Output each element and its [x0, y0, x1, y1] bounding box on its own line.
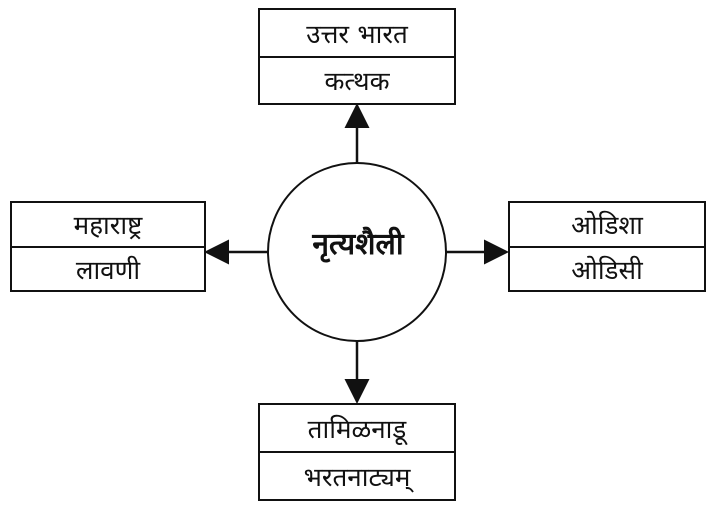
box-maharashtra: महाराष्ट्र लावणी — [10, 201, 206, 292]
dance-label: लावणी — [12, 245, 204, 291]
box-odisha: ओडिशा ओडिसी — [508, 201, 706, 292]
dance-label: कत्थक — [260, 55, 454, 104]
region-label: उत्तर भारत — [306, 19, 408, 50]
region-label: ओडिशा — [571, 211, 643, 242]
box-north-india: उत्तर भारत कत्थक — [258, 8, 456, 105]
region-label: महाराष्ट्र — [73, 211, 143, 242]
box-tamilnadu: तामिळनाडू भरतनाट्यम् — [258, 403, 456, 501]
dance-label: ओडिसी — [510, 245, 704, 291]
center-label: नृत्यशैली — [312, 227, 404, 262]
dance-label: भरतनाट्यम् — [260, 451, 454, 499]
region-label: तामिळनाडू — [307, 415, 407, 445]
